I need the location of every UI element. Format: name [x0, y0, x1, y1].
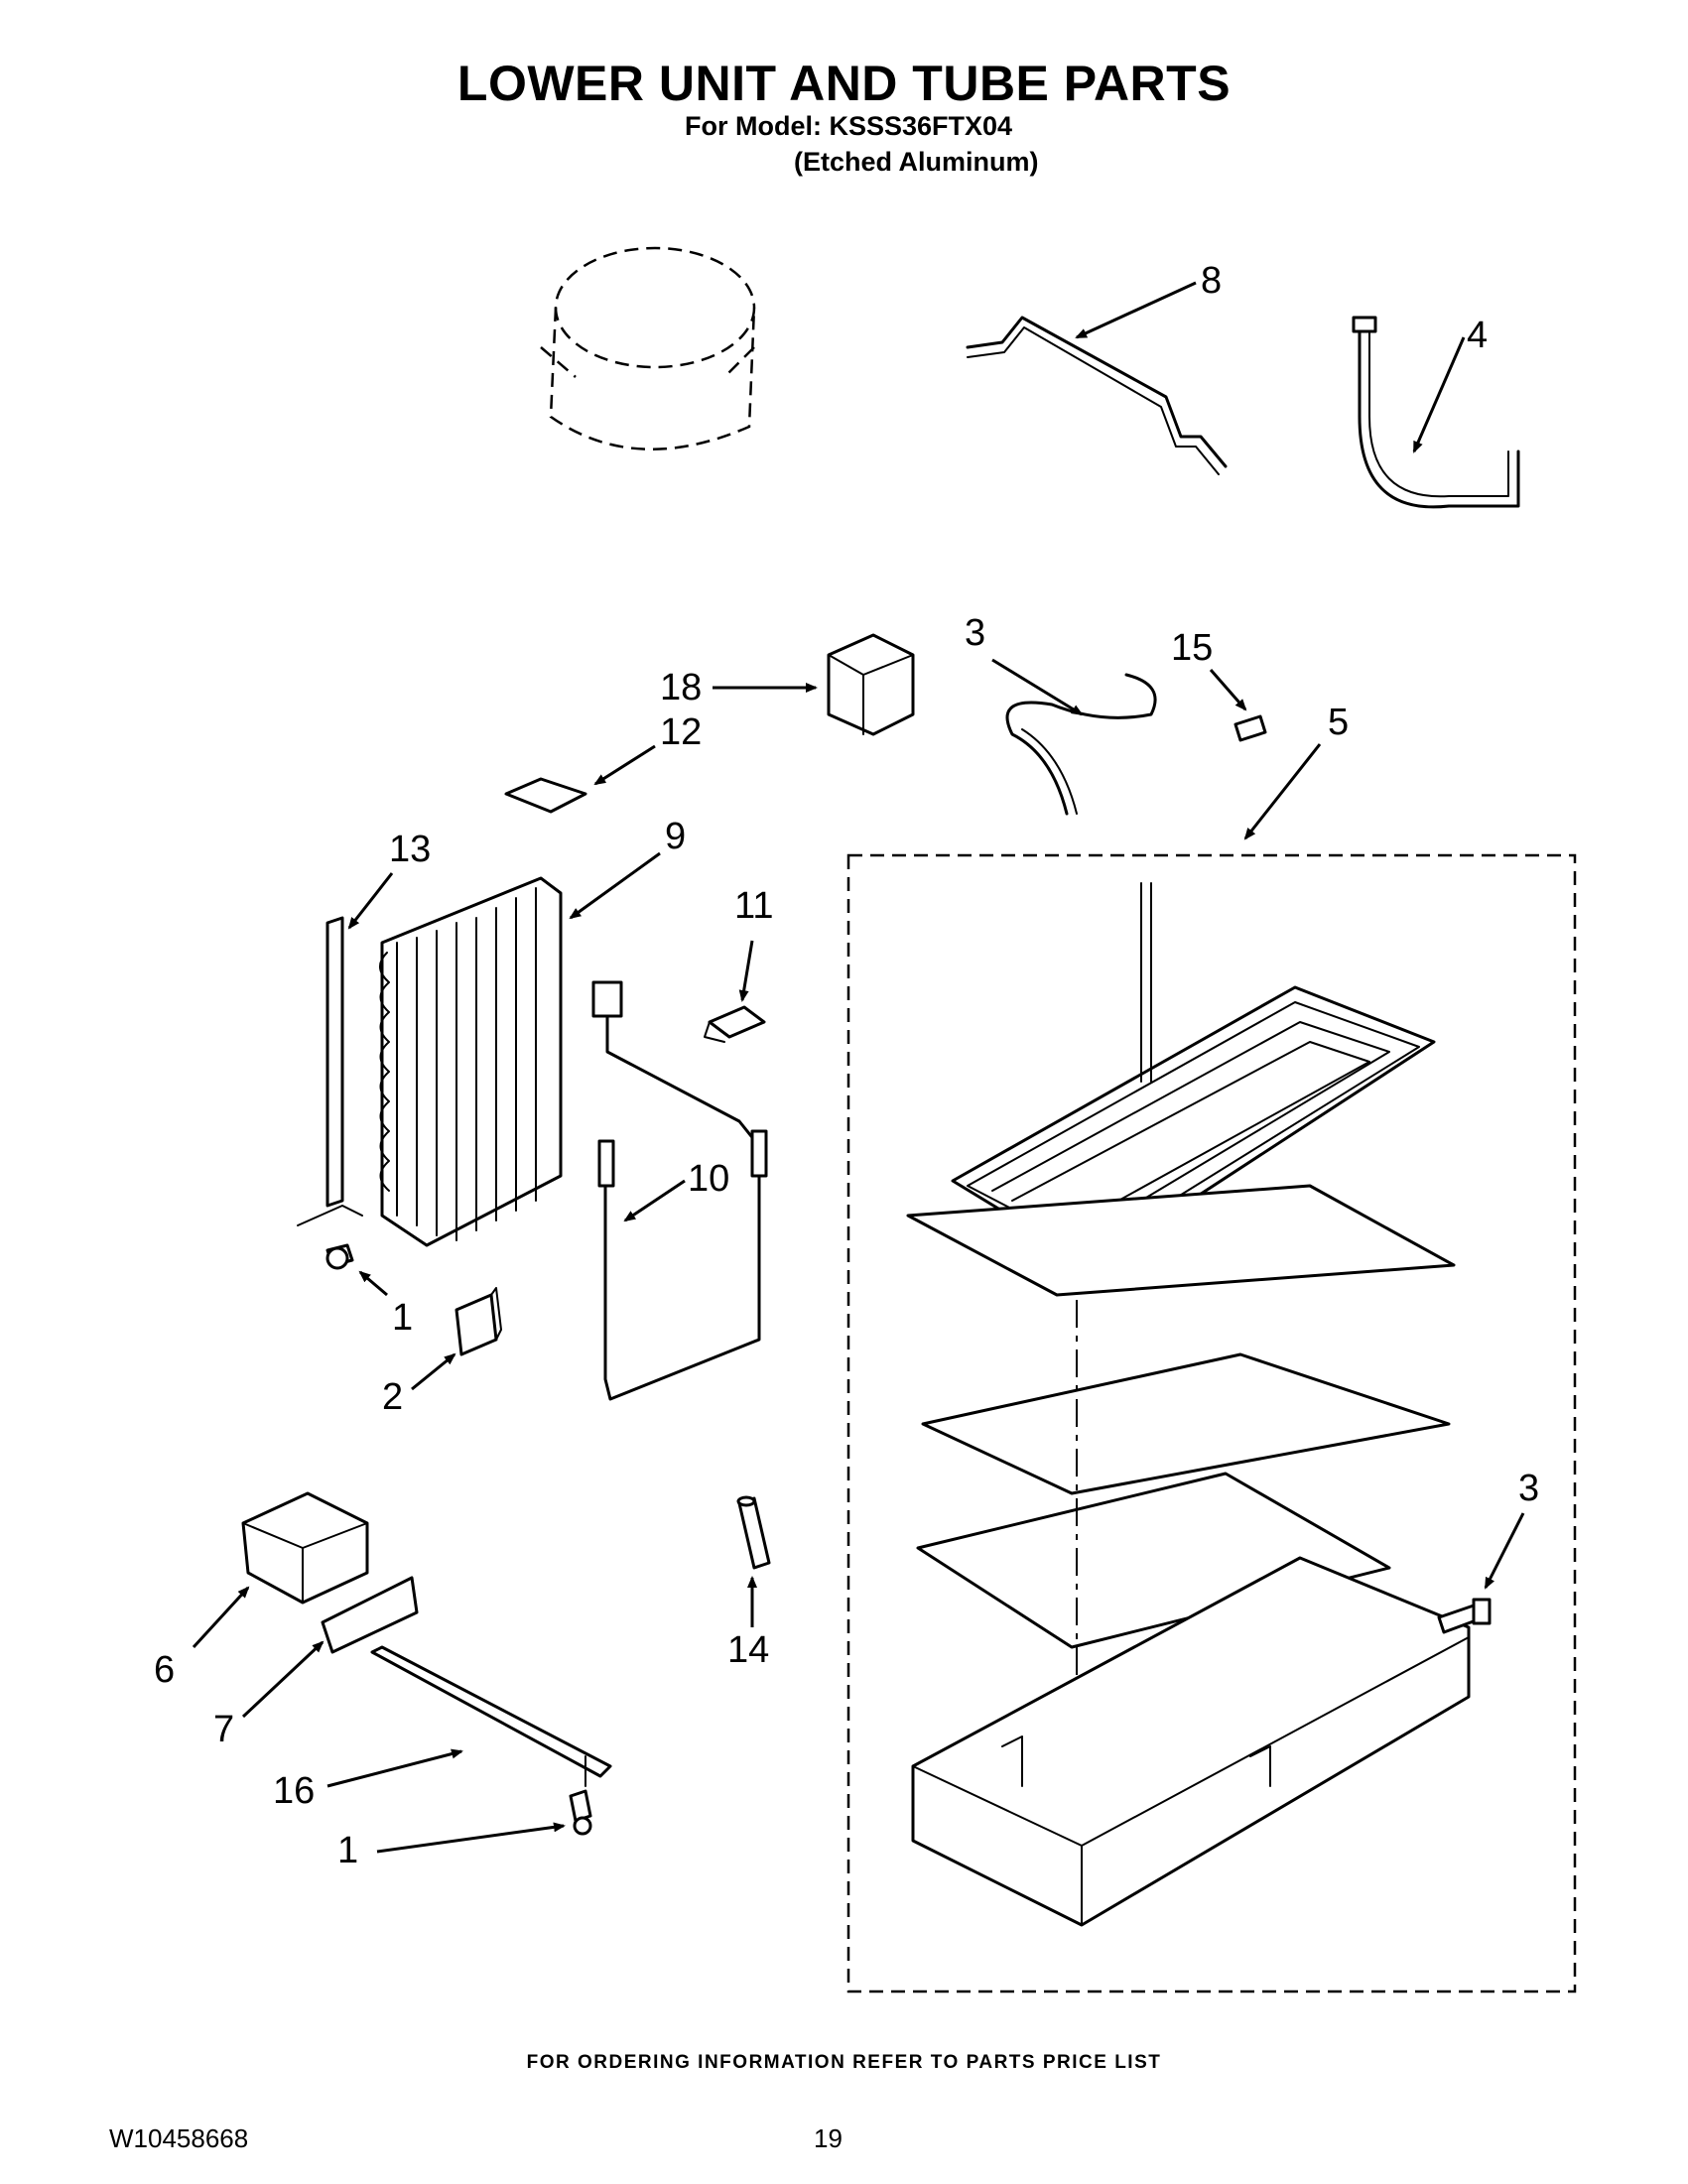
- callout-5: 5: [1328, 702, 1349, 743]
- part-1-screw-lower[interactable]: [569, 1789, 592, 1836]
- part-7-plate[interactable]: [321, 1576, 419, 1654]
- part-3-tube[interactable]: [1005, 673, 1157, 816]
- callout-11: 11: [734, 885, 773, 927]
- part-12-pad[interactable]: [504, 777, 587, 814]
- finish-line: (Etched Aluminum): [794, 147, 1039, 177]
- part-11-clip[interactable]: [704, 1005, 766, 1043]
- callout-16: 16: [273, 1770, 315, 1812]
- part-15-clip[interactable]: [1234, 714, 1267, 742]
- callout-4: 4: [1467, 315, 1488, 356]
- part-2-bracket[interactable]: [454, 1287, 502, 1356]
- lower-pan[interactable]: [911, 1556, 1471, 1927]
- callout-8: 8: [1201, 260, 1222, 302]
- panel-sheet-3[interactable]: [916, 1472, 1391, 1649]
- callout-6: 6: [154, 1649, 175, 1691]
- compressor-outline: [540, 246, 756, 450]
- callout-3-upper: 3: [965, 612, 985, 654]
- callout-3-lower: 3: [1518, 1468, 1539, 1509]
- callout-15: 15: [1171, 627, 1213, 669]
- callout-7: 7: [213, 1709, 234, 1750]
- ordering-info-note: FOR ORDERING INFORMATION REFER TO PARTS …: [526, 2052, 1162, 2073]
- panel-sheet-2[interactable]: [921, 1352, 1451, 1495]
- callout-14: 14: [727, 1629, 769, 1671]
- part-4-tube[interactable]: [1352, 316, 1520, 509]
- callout-2: 2: [382, 1376, 403, 1418]
- callout-18: 18: [660, 667, 702, 708]
- part-14-sleeve[interactable]: [736, 1495, 771, 1570]
- callout-13: 13: [389, 829, 431, 870]
- part-8-tube[interactable]: [966, 316, 1228, 475]
- callout-9: 9: [665, 816, 686, 857]
- callout-1-upper: 1: [392, 1297, 413, 1339]
- page-title: LOWER UNIT AND TUBE PARTS: [456, 56, 1232, 111]
- part-18-bracket[interactable]: [827, 633, 915, 736]
- part-9-evaporator[interactable]: [379, 876, 563, 1247]
- model-line: For Model: KSSS36FTX04: [685, 111, 1013, 141]
- part-6-bracket-box[interactable]: [241, 1491, 369, 1605]
- part-16-rail[interactable]: [370, 1645, 612, 1787]
- callout-10: 10: [688, 1158, 729, 1200]
- part-3-screw[interactable]: [1437, 1598, 1492, 1634]
- part-1-screw-upper[interactable]: [325, 1243, 354, 1270]
- page-number: 19: [814, 2123, 843, 2153]
- part-5-assembly-box[interactable]: [846, 853, 1577, 1993]
- document-number: W10458668: [109, 2123, 249, 2153]
- part-10-harness[interactable]: [591, 980, 768, 1401]
- panel-sheet-1[interactable]: [906, 1184, 1456, 1297]
- callout-12: 12: [660, 711, 702, 753]
- part-13-strip[interactable]: [297, 916, 363, 1226]
- callout-1-lower: 1: [337, 1830, 358, 1871]
